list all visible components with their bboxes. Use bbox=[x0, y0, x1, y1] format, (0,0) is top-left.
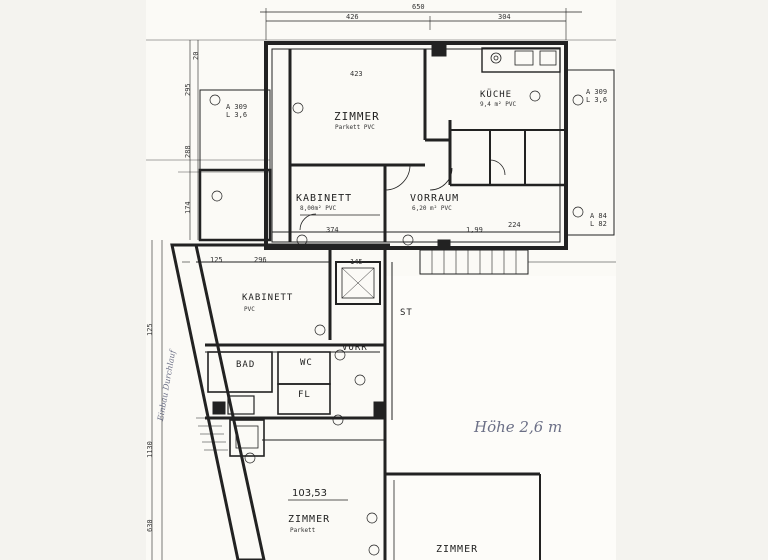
dim-v-295: 295 bbox=[184, 83, 192, 96]
dim-right-l: L 3,6 bbox=[586, 96, 608, 104]
room-label-kabinett-left: KABINETT bbox=[242, 293, 294, 303]
room-sub-vorraum-top: 6,20 m² PVC bbox=[412, 205, 452, 212]
dim-199: 1,99 bbox=[466, 226, 483, 234]
room-label-kabinett-top: KABINETT bbox=[296, 193, 353, 204]
dim-224: 224 bbox=[508, 221, 521, 229]
room-sub-zimmer-bottom-left: Parkett bbox=[290, 527, 316, 534]
elevation-label: 103,53 bbox=[292, 488, 327, 499]
dim-v-125: 125 bbox=[146, 323, 154, 336]
room-label-kueche: KÜCHE bbox=[480, 90, 513, 100]
dim-v-174: 174 bbox=[184, 201, 192, 214]
dim-right-309: A 309 bbox=[586, 88, 608, 96]
room-label-zimmer-top: ZIMMER bbox=[334, 110, 380, 123]
room-label-fl: FL bbox=[298, 390, 311, 400]
dim-296: 296 bbox=[254, 256, 267, 264]
room-sub-kabinett-top: 8,00m² PVC bbox=[300, 205, 337, 212]
room-label-bad: BAD bbox=[236, 360, 256, 370]
dim-inner-423: 423 bbox=[350, 70, 363, 78]
dim-v-630: 630 bbox=[146, 519, 154, 532]
room-label-vorraum-top: VORRAUM bbox=[410, 193, 460, 204]
dim-374: 374 bbox=[326, 226, 339, 234]
dim-top-426: 426 bbox=[346, 13, 359, 21]
dim-v-20: 20 bbox=[192, 51, 200, 60]
room-label-vorr: VORR bbox=[342, 343, 368, 353]
room-label-zimmer-bottom-left: ZIMMER bbox=[288, 514, 331, 525]
dim-l82: L 82 bbox=[590, 220, 607, 228]
dim-left-l: L 3,6 bbox=[226, 111, 248, 119]
dim-145: 145 bbox=[350, 258, 363, 266]
dim-a84: A 84 bbox=[590, 212, 607, 220]
dim-v-1130: 1130 bbox=[146, 441, 154, 458]
room-sub-kueche: 9,4 m² PVC bbox=[480, 101, 517, 108]
room-sub-kabinett-left: PVC bbox=[244, 306, 255, 313]
room-sub-zimmer-top: Parkett PVC bbox=[335, 124, 375, 131]
dim-125: 125 bbox=[210, 256, 223, 264]
height-note: Höhe 2,6 m bbox=[474, 418, 563, 436]
dim-v-288: 288 bbox=[184, 145, 192, 158]
room-label-zimmer-bottom-right: ZIMMER bbox=[436, 544, 479, 555]
room-label-wc: WC bbox=[300, 358, 313, 368]
dim-top-650: 650 bbox=[412, 3, 425, 11]
room-label-st: ST bbox=[400, 308, 413, 318]
dim-left-309: A 309 bbox=[226, 103, 248, 111]
dim-top-304: 304 bbox=[498, 13, 511, 21]
